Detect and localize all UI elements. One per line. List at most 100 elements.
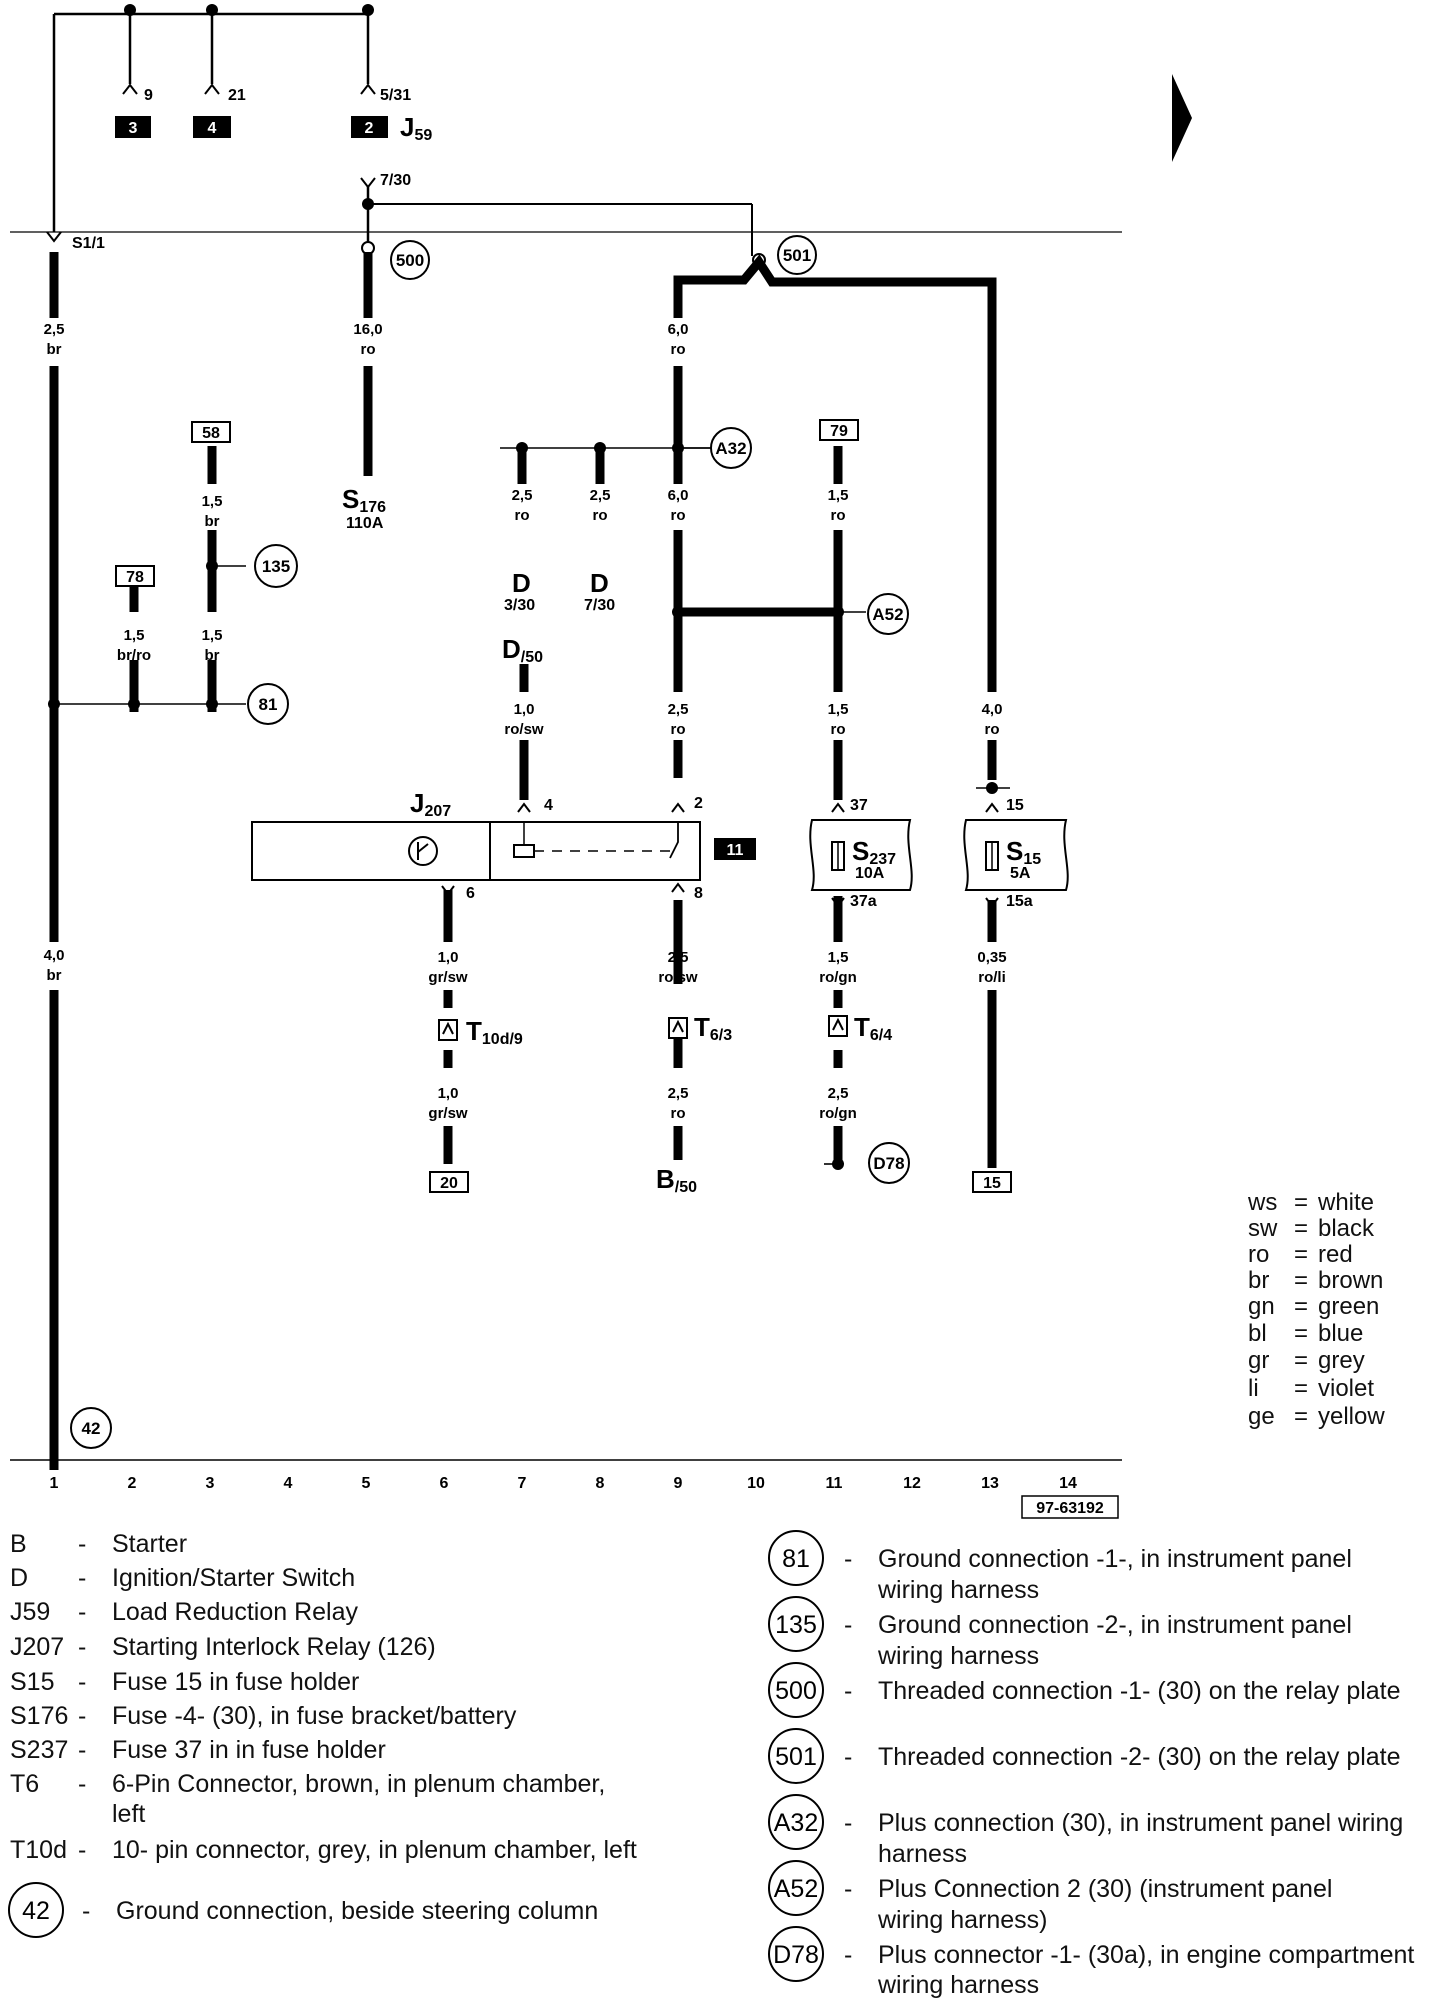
svg-text:T10d: T10d <box>10 1836 67 1864</box>
svg-text:14: 14 <box>1059 1475 1077 1492</box>
svg-text:15: 15 <box>983 1175 1001 1192</box>
svg-text:yellow: yellow <box>1318 1403 1385 1430</box>
svg-text:Fuse -4- (30), in fuse bracket: Fuse -4- (30), in fuse bracket/battery <box>112 1702 517 1730</box>
svg-text:sw: sw <box>1248 1215 1278 1242</box>
svg-text:ro: ro <box>593 507 608 524</box>
svg-text:grey: grey <box>1318 1347 1365 1374</box>
svg-text:2,5: 2,5 <box>668 949 689 966</box>
fuse-s237-pin-in: 37 <box>850 797 868 814</box>
svg-text:Threaded connection -2- (30) o: Threaded connection -2- (30) on the rela… <box>878 1743 1401 1771</box>
svg-text:1: 1 <box>50 1475 59 1492</box>
svg-text:Ground connection -2-, in inst: Ground connection -2-, in instrument pan… <box>878 1611 1352 1639</box>
svg-text:br: br <box>47 341 62 358</box>
relay-pin-4: 4 <box>544 797 553 814</box>
svg-text:J59: J59 <box>10 1598 50 1626</box>
svg-text:li: li <box>1248 1375 1259 1402</box>
plus-a52: A52 <box>867 593 909 635</box>
svg-text:br/ro: br/ro <box>117 647 151 664</box>
svg-text:=: = <box>1294 1375 1308 1402</box>
svg-text:ws: ws <box>1247 1189 1277 1216</box>
svg-text:ro: ro <box>671 507 686 524</box>
svg-text:12: 12 <box>903 1475 921 1492</box>
switch-d50-label: D/50 <box>502 634 543 666</box>
svg-text:br: br <box>205 647 220 664</box>
tag-3: 3 <box>129 120 138 137</box>
fuse-s237-label: S237 <box>852 836 896 868</box>
svg-text:7: 7 <box>518 1475 527 1492</box>
connector-t10d-label: T10d/9 <box>466 1016 523 1048</box>
svg-text:81: 81 <box>259 695 278 714</box>
svg-text:Ground connection, beside stee: Ground connection, beside steering colum… <box>116 1897 598 1925</box>
relay-j207 <box>251 821 701 881</box>
svg-text:=: = <box>1294 1403 1308 1430</box>
svg-text:501: 501 <box>775 1743 817 1771</box>
svg-text:1,0: 1,0 <box>438 949 459 966</box>
box-58: 58 <box>191 421 231 443</box>
fuse-s176-rating: 110A <box>346 515 384 532</box>
ground-135: 135 <box>254 544 298 588</box>
svg-text:ro: ro <box>831 507 846 524</box>
svg-text:S237: S237 <box>10 1736 68 1764</box>
svg-text:-: - <box>844 1611 852 1639</box>
svg-text:-: - <box>78 1564 86 1592</box>
svg-text:gr/sw: gr/sw <box>428 1105 468 1122</box>
switch-d-1: D <box>512 568 531 598</box>
svg-text:8: 8 <box>596 1475 605 1492</box>
svg-text:Plus Connection 2 (30) (instru: Plus Connection 2 (30) (instrument panel <box>878 1875 1332 1903</box>
svg-text:-: - <box>78 1598 86 1626</box>
threaded-501: 501 <box>777 235 817 275</box>
svg-text:1,5: 1,5 <box>828 487 849 504</box>
junction-dots-top <box>124 4 374 210</box>
svg-text:S176: S176 <box>10 1702 68 1730</box>
svg-text:violet: violet <box>1318 1375 1374 1402</box>
svg-text:-: - <box>78 1633 86 1661</box>
plus-a32: A32 <box>710 427 752 469</box>
svg-text:500: 500 <box>775 1677 817 1705</box>
svg-text:9: 9 <box>674 1475 683 1492</box>
svg-text:4,0: 4,0 <box>982 701 1003 718</box>
s1-1-label: S1/1 <box>72 235 105 252</box>
svg-text:-: - <box>78 1530 86 1558</box>
svg-text:ro: ro <box>671 1105 686 1122</box>
svg-text:black: black <box>1318 1215 1375 1242</box>
svg-text:Ignition/Starter Switch: Ignition/Starter Switch <box>112 1564 355 1592</box>
svg-text:wiring harness: wiring harness <box>877 1971 1039 1999</box>
fuse-s237 <box>809 802 913 908</box>
component-key-right: 81 - Ground connection -1-, in instrumen… <box>768 1530 1414 1999</box>
svg-text:harness: harness <box>878 1840 967 1868</box>
pin-arrows-top <box>46 83 376 243</box>
svg-text:2,5: 2,5 <box>512 487 533 504</box>
tag-4: 4 <box>208 120 217 137</box>
svg-text:500: 500 <box>396 251 424 270</box>
svg-text:Fuse 37 in in fuse holder: Fuse 37 in in fuse holder <box>112 1736 386 1764</box>
svg-text:10: 10 <box>747 1475 765 1492</box>
svg-text:brown: brown <box>1318 1267 1383 1294</box>
svg-text:2: 2 <box>128 1475 137 1492</box>
svg-text:5: 5 <box>362 1475 371 1492</box>
svg-text:Starting Interlock Relay (126): Starting Interlock Relay (126) <box>112 1633 436 1661</box>
svg-text:1,5: 1,5 <box>124 627 145 644</box>
svg-text:11: 11 <box>727 842 744 859</box>
svg-text:97-63192: 97-63192 <box>1036 1500 1104 1517</box>
svg-text:1,5: 1,5 <box>202 493 223 510</box>
connector-t6-4-label: T6/4 <box>854 1012 892 1044</box>
fuse-s237-pin-out: 37a <box>850 893 877 910</box>
component-key-left: B-Starter D-Ignition/Starter Switch J59-… <box>8 1530 637 1938</box>
column-numbers: 1 2 3 4 5 6 7 8 9 10 11 12 13 14 <box>50 1475 1077 1492</box>
connector-symbols <box>438 1015 848 1041</box>
svg-text:42: 42 <box>82 1419 101 1438</box>
svg-text:78: 78 <box>126 569 144 586</box>
svg-text:-: - <box>78 1668 86 1696</box>
svg-text:ro: ro <box>515 507 530 524</box>
wire-labels: 2,5 br 16,0 ro 6,0 ro 1,5 br 1,5 br/ro 1… <box>44 321 1007 1122</box>
svg-text:13: 13 <box>981 1475 999 1492</box>
svg-text:wiring harness: wiring harness <box>877 1576 1039 1604</box>
svg-text:1,0: 1,0 <box>514 701 535 718</box>
relay-pin-2: 2 <box>694 795 703 812</box>
svg-text:Ground connection -1-, in inst: Ground connection -1-, in instrument pan… <box>878 1545 1352 1573</box>
svg-text:ro: ro <box>361 341 376 358</box>
svg-text:6: 6 <box>440 1475 449 1492</box>
svg-text:br: br <box>1248 1267 1269 1294</box>
svg-text:-: - <box>844 1875 852 1903</box>
